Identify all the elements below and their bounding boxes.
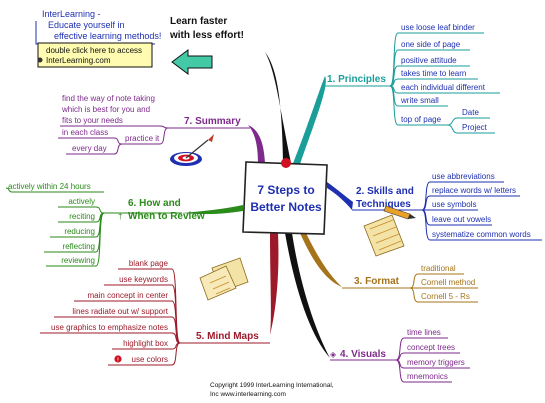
skills-connectors xyxy=(421,181,542,241)
format-item: Cornell method xyxy=(421,278,475,287)
visuals-item: time lines xyxy=(407,328,441,337)
skills-label-line2: Techniques xyxy=(356,199,411,210)
skills-item: systematize common words xyxy=(432,230,531,239)
principles-item: use loose leaf binder xyxy=(401,23,475,32)
principles-label: 1. Principles xyxy=(327,74,386,85)
branch-line-principles xyxy=(292,76,326,170)
principles-item: top of page xyxy=(401,115,442,124)
link-note-line2: InterLearning.com xyxy=(46,56,111,65)
summary-intro-line1: find the way of note taking xyxy=(62,94,155,103)
summary-practice: practice it xyxy=(125,134,160,143)
summary-label: 7. Summary xyxy=(184,116,241,127)
central-title-line2: Better Notes xyxy=(250,200,322,214)
mindmaps-item: use graphics to emphasize notes xyxy=(51,323,168,332)
format-item: traditional xyxy=(421,264,456,273)
svg-text:!: ! xyxy=(117,358,119,364)
review-top-item: actively within 24 hours xyxy=(8,182,91,191)
skills-label-line1: 2. Skills and xyxy=(356,186,414,197)
visuals-item: mnemonics xyxy=(407,372,448,381)
brand-label: InterLearning - xyxy=(42,9,101,19)
principles-item: write small xyxy=(400,96,439,105)
slogan-line1: Learn faster xyxy=(170,16,227,27)
slogan-line2: with less effort! xyxy=(169,30,244,41)
principles-item: takes time to learn xyxy=(401,69,466,78)
review-item: reflecting xyxy=(63,242,95,251)
target-icon xyxy=(170,134,214,166)
tagline-line1: Educate yourself in xyxy=(48,20,125,30)
mindmaps-connectors xyxy=(40,268,181,366)
central-node-box xyxy=(242,161,328,235)
format-label: 3. Format xyxy=(354,276,400,287)
summary-intro-connector xyxy=(60,125,169,129)
review-marker: † xyxy=(118,212,122,221)
branch-line-format xyxy=(300,233,342,287)
mindmaps-item: blank page xyxy=(129,259,169,268)
principles-item: one side of page xyxy=(401,40,461,49)
papers-icon xyxy=(199,257,249,301)
review-label-line2: When to Review xyxy=(128,211,205,222)
visuals-label: 4. Visuals xyxy=(340,349,386,360)
principles-connectors xyxy=(389,32,500,134)
review-label-line1: 6. How and xyxy=(128,198,181,209)
mindmaps-item: lines radiate out w/ support xyxy=(72,307,168,316)
mindmaps-item: use colors xyxy=(132,355,168,364)
mindmaps-item: use keywords xyxy=(119,275,168,284)
summary-intro-line2: which is best for you and xyxy=(61,105,150,114)
copyright-line2: Inc www.interlearning.com xyxy=(210,391,286,398)
branch-line-top xyxy=(265,52,291,163)
pencil-paper-icon xyxy=(363,205,416,257)
summary-practice-connectors xyxy=(58,137,123,155)
branch-line-skills xyxy=(327,182,353,210)
principles-subitem: Date xyxy=(462,108,479,117)
summary-practice-connector xyxy=(122,127,169,145)
arrow-left-icon xyxy=(171,49,213,75)
review-item: actively xyxy=(68,197,95,206)
principles-item: each individual different xyxy=(401,83,486,92)
principles-subitem: Project xyxy=(462,123,488,132)
branch-line-review xyxy=(182,205,243,215)
review-top-connector xyxy=(5,187,104,193)
review-item: reciting xyxy=(69,212,95,221)
principles-item: positive attitude xyxy=(401,56,457,65)
mindmaps-label: 5. Mind Maps xyxy=(196,331,259,342)
visuals-glyph: ◈ xyxy=(330,350,337,359)
visuals-item: memory triggers xyxy=(407,358,465,367)
summary-intro-line3: fits to your needs xyxy=(62,116,123,125)
review-item: reviewing xyxy=(61,256,95,265)
mindmaps-item: main concept in center xyxy=(88,291,169,300)
format-connectors xyxy=(409,273,478,303)
branch-line-mindmaps xyxy=(270,233,279,335)
visuals-connectors xyxy=(395,337,470,383)
branch-line-visuals xyxy=(285,233,330,358)
summary-item: in each class xyxy=(62,128,108,137)
tagline-line2: effective learning methods! xyxy=(54,31,161,41)
website-link-note[interactable]: double click here to access InterLearnin… xyxy=(37,42,153,68)
review-item: reducing xyxy=(64,227,95,236)
skills-item: replace words w/ letters xyxy=(432,186,516,195)
skills-item: use abbreviations xyxy=(432,172,495,181)
central-title-line1: 7 Steps to xyxy=(257,183,314,197)
link-note-line1: double click here to access xyxy=(46,46,142,55)
copyright-line1: Copyright 1999 InterLearning Internation… xyxy=(210,382,334,389)
summary-item: every day xyxy=(72,144,107,153)
pin-icon xyxy=(281,158,291,168)
bullet-icon xyxy=(37,57,43,63)
alert-icon: ! xyxy=(114,355,122,364)
mindmaps-item: highlight box xyxy=(123,339,168,348)
visuals-item: concept trees xyxy=(407,343,455,352)
format-item: Cornell 5 - Rs xyxy=(421,292,470,301)
review-connectors xyxy=(44,206,105,267)
branch-line-summary xyxy=(248,125,265,165)
skills-item: leave out vowels xyxy=(432,215,491,224)
skills-item: use symbols xyxy=(432,200,476,209)
